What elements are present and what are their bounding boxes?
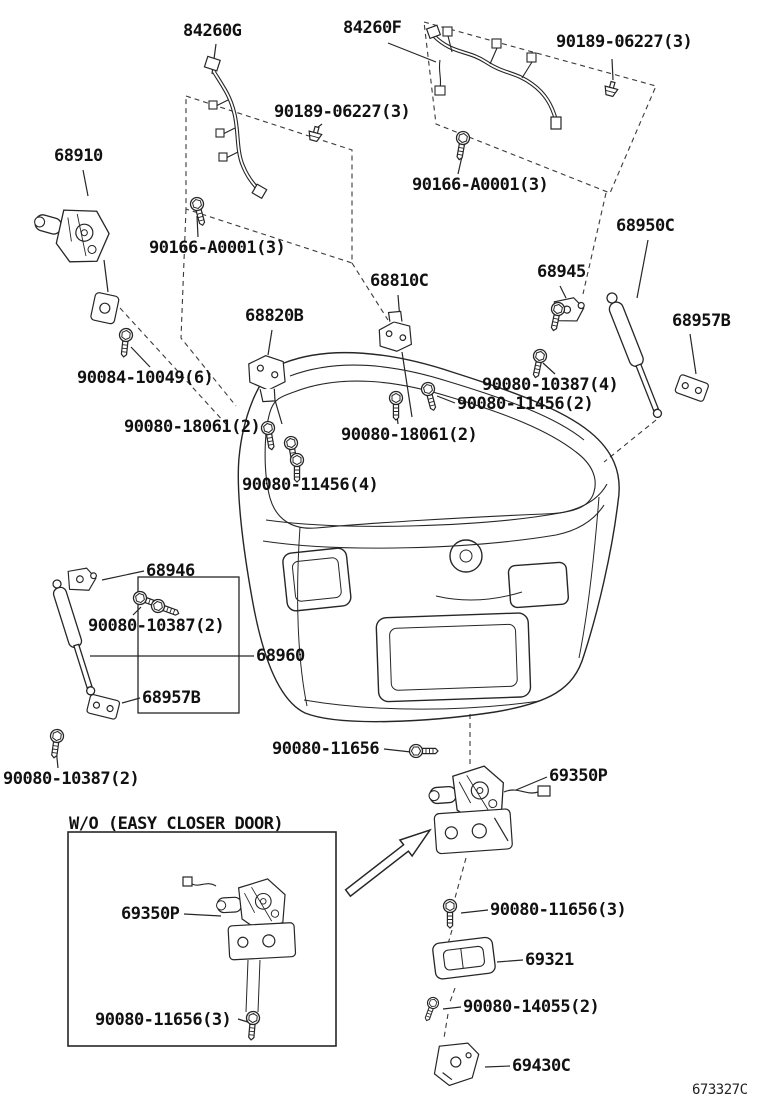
strut-bracket-68946: [67, 567, 97, 591]
note-box: [67, 831, 337, 1047]
lock-assembly-68910: [25, 194, 120, 325]
bolt-icon: [149, 597, 182, 621]
right-garnish-panel: [507, 561, 570, 609]
gas-strut-68950C: [606, 292, 663, 419]
bolt-icon: [243, 1010, 261, 1042]
license-plate-recess: [375, 612, 532, 703]
strut-bracket-68957B-left: [86, 694, 121, 720]
bolt-icon: [46, 728, 65, 760]
dashed-locator-lines: [119, 21, 657, 1039]
strut-bracket-68957B-right: [674, 374, 709, 402]
screw-icon: [420, 995, 441, 1024]
hinge-68820B: [248, 355, 286, 403]
bracket-69430C: [433, 1042, 480, 1087]
leader-lines: [55, 42, 697, 1068]
lock-assembly-69350P-main: [426, 764, 551, 855]
wire-harness-84260G: [203, 55, 268, 200]
striker-69321: [432, 936, 496, 980]
bolt-icon: [528, 347, 549, 380]
fasteners: [46, 79, 620, 1042]
bolt-icon: [289, 452, 305, 483]
emblem-icon: [449, 539, 483, 573]
bolt-icon: [259, 419, 279, 452]
bolt-icon: [408, 743, 439, 759]
strut-group-box: [137, 576, 240, 714]
bolt-icon: [188, 195, 210, 228]
lock-assembly-69350P-variant: [182, 876, 297, 1013]
bolt-icon: [452, 129, 472, 162]
bolt-icon: [442, 898, 458, 929]
clip-icon: [602, 79, 620, 98]
bolt-icon: [116, 327, 134, 359]
tailgate-outline: [237, 351, 620, 723]
arrow-icon: [344, 828, 432, 898]
clip-icon: [306, 124, 324, 143]
bolt-icon: [388, 390, 404, 421]
left-garnish-panel: [282, 547, 352, 612]
gas-strut-68960: [52, 579, 96, 696]
wire-harness-84260F: [425, 24, 562, 130]
hinge-68810C: [378, 310, 413, 352]
